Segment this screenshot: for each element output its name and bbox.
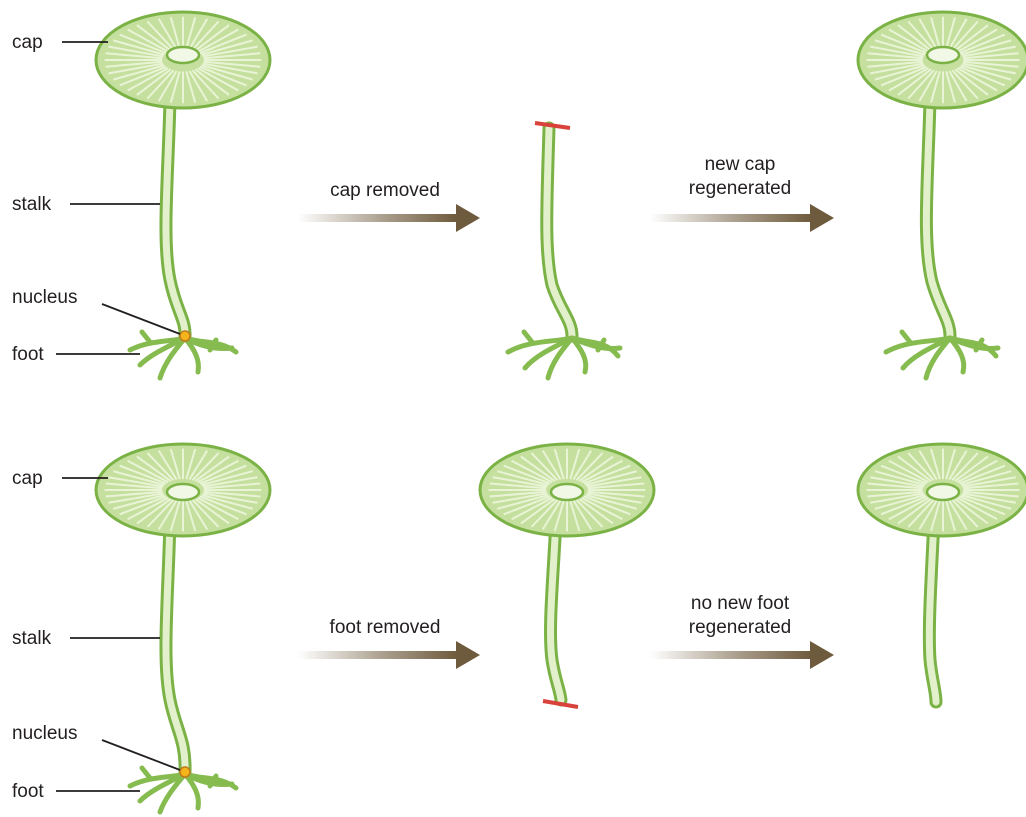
cap: [858, 12, 1026, 108]
nucleus: [180, 331, 190, 341]
stalk-cap-cut: [508, 123, 620, 378]
regenerated-alga-row1: [858, 12, 1026, 378]
arrow-caption-line1: new cap: [705, 154, 776, 175]
row-1: cap stalk nucleus foot cap removed: [12, 12, 1026, 378]
arrow-foot-removed: foot removed: [298, 617, 480, 669]
arrow-no-new-foot: no new foot regenerated: [650, 593, 834, 669]
cap: [96, 12, 270, 108]
arrow-caption: cap removed: [330, 180, 440, 201]
label-foot: foot: [12, 344, 44, 365]
row-2: cap stalk nucleus foot foot removed: [12, 444, 1026, 812]
cap: [858, 444, 1026, 536]
arrow-caption-line2: regenerated: [689, 178, 791, 199]
cut-mark: [535, 123, 570, 128]
alga-no-foot: [858, 444, 1026, 702]
alga-foot-cut: [480, 444, 654, 707]
intact-alga-row1: [96, 12, 270, 378]
label-nucleus: nucleus: [12, 287, 78, 308]
label-cap: cap: [12, 32, 43, 53]
arrow-caption: foot removed: [330, 617, 441, 638]
label-stalk: stalk: [12, 194, 52, 215]
arrow-new-cap: new cap regenerated: [650, 154, 834, 232]
intact-alga-row2: [96, 444, 270, 812]
label-foot: foot: [12, 781, 44, 802]
arrow-cap-removed: cap removed: [298, 180, 480, 232]
foot: [508, 332, 620, 378]
label-stalk: stalk: [12, 628, 52, 649]
label-cap: cap: [12, 468, 43, 489]
arrow-caption-line1: no new foot: [691, 593, 790, 614]
arrow-caption-line2: regenerated: [689, 617, 791, 638]
nucleus: [180, 767, 190, 777]
cap: [480, 444, 654, 536]
label-nucleus: nucleus: [12, 723, 78, 744]
cap: [96, 444, 270, 536]
foot: [886, 332, 998, 378]
